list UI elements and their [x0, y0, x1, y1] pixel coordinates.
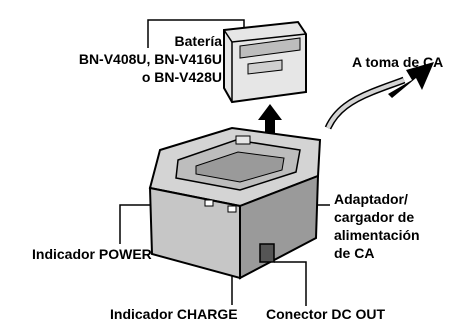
battery-label-line2: BN-V408U, BN-V416U [78, 51, 222, 67]
battery-label-line3: o BN-V428U [141, 69, 222, 85]
dc-out-leader-line [274, 261, 307, 306]
adapter-label-line3: alimentación [334, 227, 420, 243]
charge-indicator-lamp [227, 205, 237, 213]
dc-out-jack [259, 243, 275, 263]
adapter-label-line1: Adaptador/ [334, 191, 408, 207]
ac-outlet-label: A toma de CA [352, 54, 444, 70]
adapter-label-line2: cargador de [334, 209, 415, 225]
charger-body [148, 126, 322, 280]
battery-label-line1: Batería [174, 33, 222, 49]
ac-cord [324, 76, 406, 130]
power-indicator-label: Indicador POWER [32, 246, 152, 262]
ac-outlet-arrow [388, 62, 434, 98]
battery-pack [223, 20, 307, 104]
charge-indicator-label: Indicador CHARGE [110, 306, 238, 322]
power-indicator-lamp [204, 199, 214, 207]
dc-out-label: Conector DC OUT [266, 306, 385, 322]
adapter-label-line4: de CA [334, 245, 375, 261]
